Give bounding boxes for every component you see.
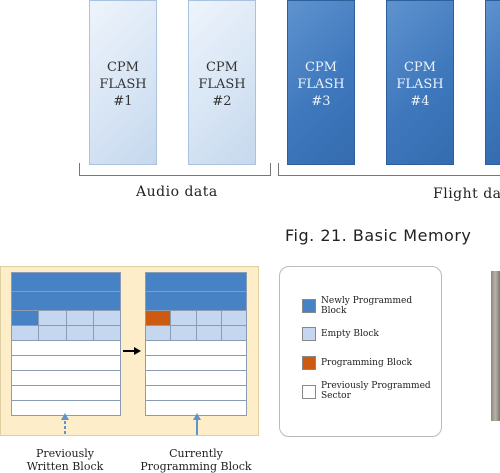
chip-3-line1: CPM <box>304 60 337 75</box>
chip-4-line3: #4 <box>410 94 430 109</box>
chip-2-line3: #2 <box>212 94 232 109</box>
legend-swatch-programming <box>302 356 316 370</box>
chip-4-line2: FLASH <box>396 77 444 92</box>
cpm-flash-1: CPM FLASH #1 <box>89 0 157 165</box>
legend-label-empty: Empty Block <box>321 329 379 339</box>
cropped-photo <box>491 271 500 421</box>
audio-data-label: Audio data <box>136 184 218 200</box>
chip-2-line2: FLASH <box>198 77 246 92</box>
legend-swatch-empty <box>302 327 316 341</box>
legend-swatch-previous <box>302 385 316 399</box>
figure-caption: Fig. 21. Basic Memory <box>285 226 472 245</box>
current-block-grid <box>144 272 248 416</box>
previous-block-label: Previously Written Block <box>20 447 110 473</box>
cpm-flash-5-partial <box>485 0 500 165</box>
flight-bracket <box>278 163 500 176</box>
cpm-flash-4: CPM FLASH #4 <box>386 0 454 165</box>
chip-2-line1: CPM <box>205 60 238 75</box>
chip-4-line1: CPM <box>403 60 436 75</box>
current-block-label-line1: Currently <box>169 447 223 460</box>
previous-block-label-line2: Written Block <box>26 460 104 473</box>
audio-bracket <box>79 163 271 176</box>
legend-swatch-newly <box>302 299 316 313</box>
legend-label-previous: Previously Programmed Sector <box>321 381 431 401</box>
current-block-label: Currently Programming Block <box>140 447 252 473</box>
dashed-up-arrow-icon <box>61 413 69 435</box>
previous-block-grid <box>10 272 122 416</box>
chip-3-line3: #3 <box>311 94 331 109</box>
chip-3-line2: FLASH <box>297 77 345 92</box>
legend-label-programming: Programming Block <box>321 358 412 368</box>
cpm-flash-2: CPM FLASH #2 <box>188 0 256 165</box>
right-arrow-icon <box>123 347 141 355</box>
flight-data-label: Flight da <box>433 186 500 202</box>
chip-1-line3: #1 <box>113 94 133 109</box>
previous-block-label-line1: Previously <box>36 447 94 460</box>
chip-1-line2: FLASH <box>99 77 147 92</box>
legend-box: Newly Programmed Block Empty Block Progr… <box>279 266 442 437</box>
current-block-label-line2: Programming Block <box>140 460 252 473</box>
chip-1-line1: CPM <box>106 60 139 75</box>
cpm-flash-3: CPM FLASH #3 <box>287 0 355 165</box>
up-arrow-icon <box>193 413 201 435</box>
legend-label-newly: Newly Programmed Block <box>321 296 413 316</box>
